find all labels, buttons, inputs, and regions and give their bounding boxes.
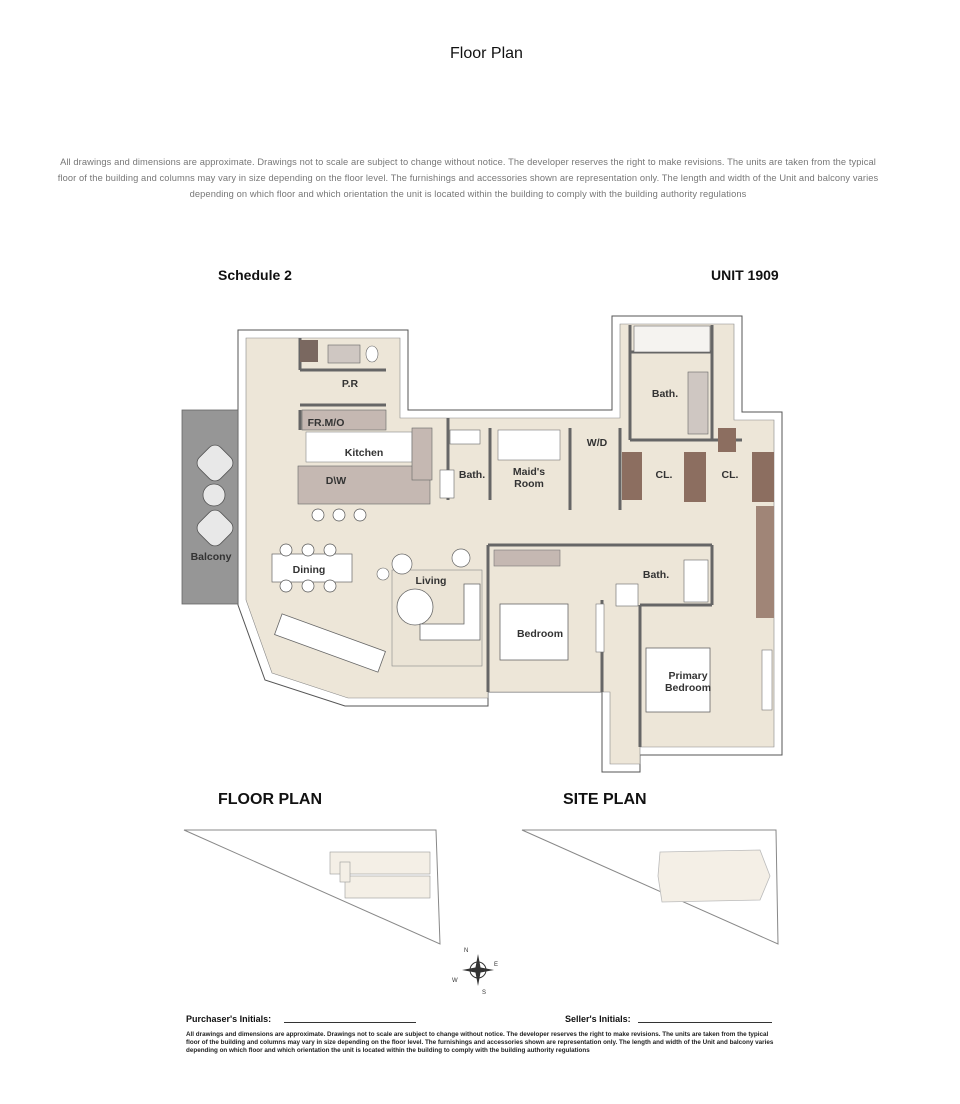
- room-label-closet-1: CL.: [656, 469, 673, 481]
- bath2-vanity: [615, 583, 639, 607]
- fr-counter: [301, 409, 387, 431]
- closet-wood-4: [756, 506, 774, 618]
- svg-text:W: W: [452, 978, 458, 984]
- room-label-bath-maid: Bath.: [459, 469, 485, 481]
- svg-text:N: N: [464, 948, 468, 954]
- side-table: [376, 567, 390, 581]
- media-console: [274, 613, 386, 673]
- compass-icon: N E S W: [452, 948, 498, 996]
- primary-window: [761, 649, 773, 711]
- dining-chairs: [279, 543, 337, 593]
- closet-wood-3: [752, 452, 774, 502]
- room-label-living: Living: [416, 575, 447, 587]
- armchair: [391, 553, 413, 575]
- primary-vanity: [687, 371, 709, 435]
- maid-bath-shower: [439, 469, 455, 499]
- floor-plan-title: FLOOR PLAN: [218, 791, 322, 808]
- room-label-bath-2: Bath.: [643, 569, 669, 581]
- site-keyplan-building: [657, 849, 771, 903]
- disclaimer-top: All drawings and dimensions are approxim…: [57, 157, 879, 199]
- pr-toilet: [365, 345, 379, 363]
- dining-table: [271, 553, 353, 583]
- purchaser-initials-line: [284, 1022, 416, 1023]
- floor-keyplan-building: [329, 851, 431, 899]
- disclaimer-bottom: All drawings and dimensions are approxim…: [186, 1031, 774, 1054]
- maid-bath-vanity: [449, 429, 481, 445]
- primary-bed: [645, 647, 711, 713]
- svg-text:E: E: [494, 962, 498, 968]
- site-plan-title: SITE PLAN: [563, 791, 647, 808]
- svg-text:S: S: [482, 990, 486, 996]
- bath2-tub: [683, 559, 709, 603]
- room-label-primary-2: Bedroom: [665, 682, 711, 694]
- column: [718, 428, 736, 452]
- room-label-kitchen: Kitchen: [345, 447, 384, 459]
- kitchen-side: [411, 427, 433, 481]
- pr-dark-block: [300, 340, 318, 362]
- room-label-bedroom: Bedroom: [517, 628, 563, 640]
- seller-initials-line: [638, 1022, 772, 1023]
- room-label-pr: P.R: [342, 378, 359, 390]
- kitchen-island: [297, 465, 431, 505]
- seller-initials-label: Seller's Initials:: [565, 1014, 631, 1024]
- room-label-closet-2: CL.: [722, 469, 739, 481]
- room-label-balcony: Balcony: [191, 551, 232, 563]
- bedroom-bed: [499, 603, 569, 661]
- room-label-fr-mo: FR.M/O: [308, 417, 345, 429]
- coffee-table: [396, 588, 434, 626]
- room-label-dw: D\W: [326, 475, 347, 487]
- room-label-bath-primary: Bath.: [652, 388, 678, 400]
- room-label-wd: W/D: [587, 437, 608, 449]
- bedroom-window: [595, 603, 605, 653]
- purchaser-initials-label: Purchaser's Initials:: [186, 1014, 272, 1024]
- closet-wood-2: [684, 452, 706, 502]
- sofa: [419, 583, 481, 641]
- side-chair: [451, 548, 471, 568]
- room-label-maids-1: Maid's: [513, 466, 545, 478]
- maid-bed: [497, 429, 561, 461]
- pr-vanity: [327, 344, 361, 364]
- kitchen-counter-top: [305, 431, 413, 463]
- room-label-dining: Dining: [293, 564, 326, 576]
- primary-shower: [633, 325, 711, 353]
- balcony: [181, 409, 239, 605]
- page-title: Floor Plan: [450, 45, 523, 62]
- room-label-primary-1: Primary: [668, 670, 707, 682]
- closet-wood-1: [622, 452, 642, 500]
- kitchen-stools: [311, 508, 367, 522]
- unit-label: UNIT 1909: [711, 267, 779, 283]
- room-label-maids-2: Room: [514, 478, 544, 490]
- bedroom-wardrobe: [493, 549, 561, 567]
- schedule-label: Schedule 2: [218, 267, 292, 283]
- balcony-chairs: [196, 444, 234, 547]
- interior-walls: [298, 325, 742, 747]
